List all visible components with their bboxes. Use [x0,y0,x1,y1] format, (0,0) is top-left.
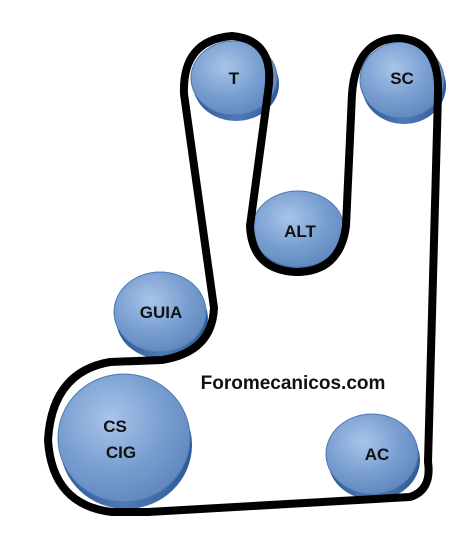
pulley-alt [251,190,346,273]
pulley-t [190,40,279,121]
pulley-label-cs: CS [103,417,127,436]
watermark-text: Foromecanicos.com [201,373,386,394]
pulley-ac [325,413,420,500]
pulley-label-sc: SC [390,69,414,88]
pulley-guia [113,271,208,359]
pulley-label-guia: GUIA [140,303,183,322]
serpentine-belt [44,32,443,516]
pulley-label-ac: AC [365,445,390,464]
pulley-label-t: T [229,69,240,88]
pulley-cs-cig [57,373,192,509]
pulley-label-alt: ALT [284,222,316,241]
pulley-sc [359,41,446,124]
pulley-label-cig: CIG [106,443,136,462]
